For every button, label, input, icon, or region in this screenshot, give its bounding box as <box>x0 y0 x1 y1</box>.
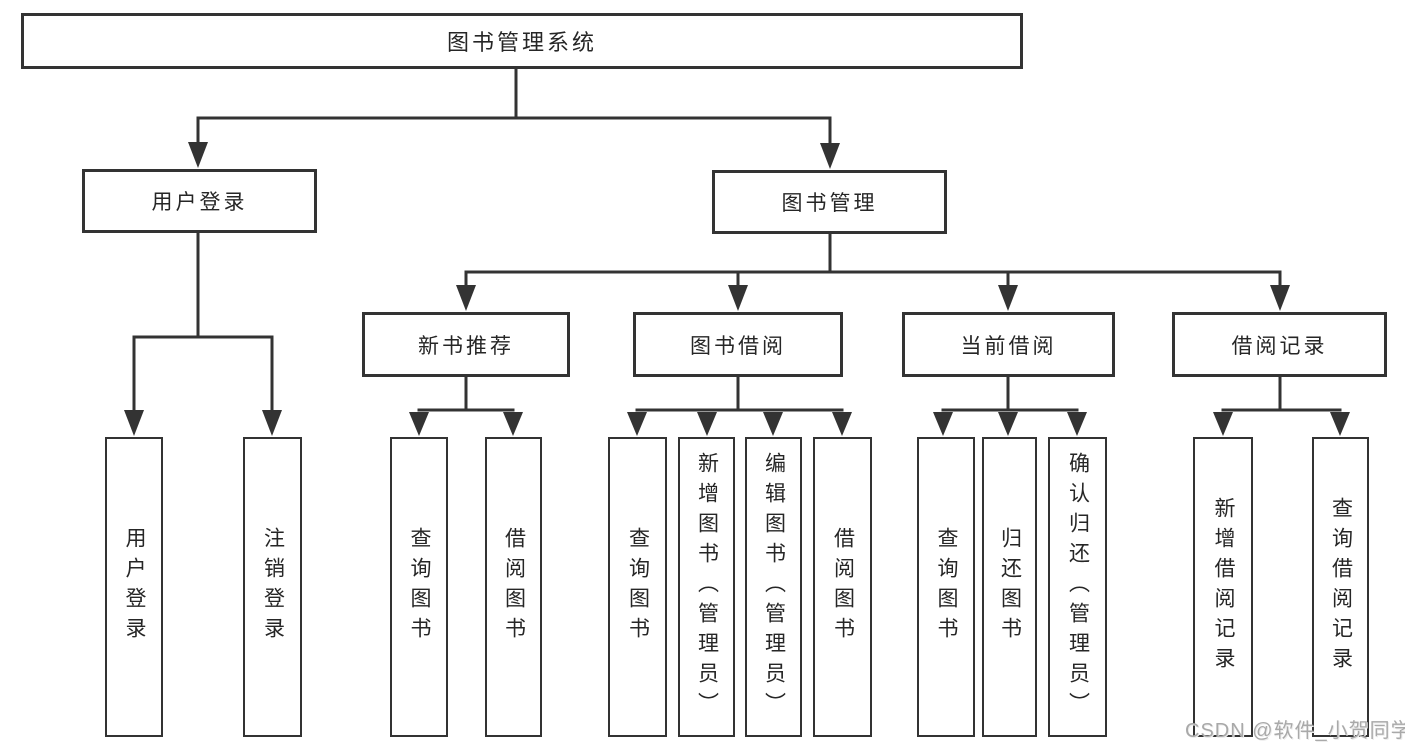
leaf-rec-query-borrow-record: 查询借阅记录 <box>1312 437 1369 737</box>
leaf-cb-query-books: 查询图书 <box>917 437 975 737</box>
node-book-management-label: 图书管理 <box>781 192 878 215</box>
leaf-cb-query-books-label: 查询图书 <box>935 527 959 647</box>
leaf-bb-edit-books-admin-label: 编辑图书（管理员） <box>762 452 786 722</box>
leaf-bb-query-books: 查询图书 <box>608 437 667 737</box>
leaf-rec-add-borrow-record-label: 新增借阅记录 <box>1212 497 1236 677</box>
node-library-management-system-label: 图书管理系统 <box>446 30 597 55</box>
leaf-bb-add-books-admin-label: 新增图书（管理员） <box>695 452 719 722</box>
node-user-login-label: 用户登录 <box>151 191 248 214</box>
leaf-cb-confirm-return-admin-label: 确认归还（管理员） <box>1066 452 1090 722</box>
leaf-bb-edit-books-admin: 编辑图书（管理员） <box>745 437 802 737</box>
node-borrowing-records-label: 借阅记录 <box>1231 334 1328 358</box>
leaf-bb-borrow-books: 借阅图书 <box>813 437 872 737</box>
node-book-borrowing-label: 图书借阅 <box>690 334 786 358</box>
leaf-rec-query-borrow-record-label: 查询借阅记录 <box>1329 497 1353 677</box>
node-user-login: 用户登录 <box>82 169 317 233</box>
node-new-book-recommendation: 新书推荐 <box>362 312 570 377</box>
leaf-cb-return-books: 归还图书 <box>982 437 1037 737</box>
leaf-user-login-label: 用户登录 <box>123 527 147 647</box>
leaf-logout-label: 注销登录 <box>261 527 285 647</box>
leaf-nbr-query-books-label: 查询图书 <box>408 527 432 647</box>
node-borrowing-records: 借阅记录 <box>1172 312 1387 377</box>
leaf-logout: 注销登录 <box>243 437 302 737</box>
node-current-borrowing: 当前借阅 <box>902 312 1115 377</box>
node-current-borrowing-label: 当前借阅 <box>960 334 1057 358</box>
leaf-bb-query-books-label: 查询图书 <box>626 527 650 647</box>
arrowheads <box>124 142 1350 436</box>
node-new-book-recommendation-label: 新书推荐 <box>418 334 514 358</box>
leaf-bb-add-books-admin: 新增图书（管理员） <box>678 437 735 737</box>
node-book-borrowing: 图书借阅 <box>633 312 843 377</box>
leaf-nbr-borrow-books: 借阅图书 <box>485 437 542 737</box>
node-book-management: 图书管理 <box>712 170 947 234</box>
watermark: CSDN @软件_小贺同学 <box>1185 720 1405 742</box>
node-library-management-system: 图书管理系统 <box>21 13 1023 69</box>
leaf-nbr-borrow-books-label: 借阅图书 <box>502 527 526 647</box>
leaf-user-login: 用户登录 <box>105 437 163 737</box>
leaf-bb-borrow-books-label: 借阅图书 <box>831 527 855 647</box>
leaf-cb-return-books-label: 归还图书 <box>998 527 1022 647</box>
leaf-cb-confirm-return-admin: 确认归还（管理员） <box>1048 437 1107 737</box>
leaf-rec-add-borrow-record: 新增借阅记录 <box>1193 437 1253 737</box>
leaf-nbr-query-books: 查询图书 <box>390 437 448 737</box>
